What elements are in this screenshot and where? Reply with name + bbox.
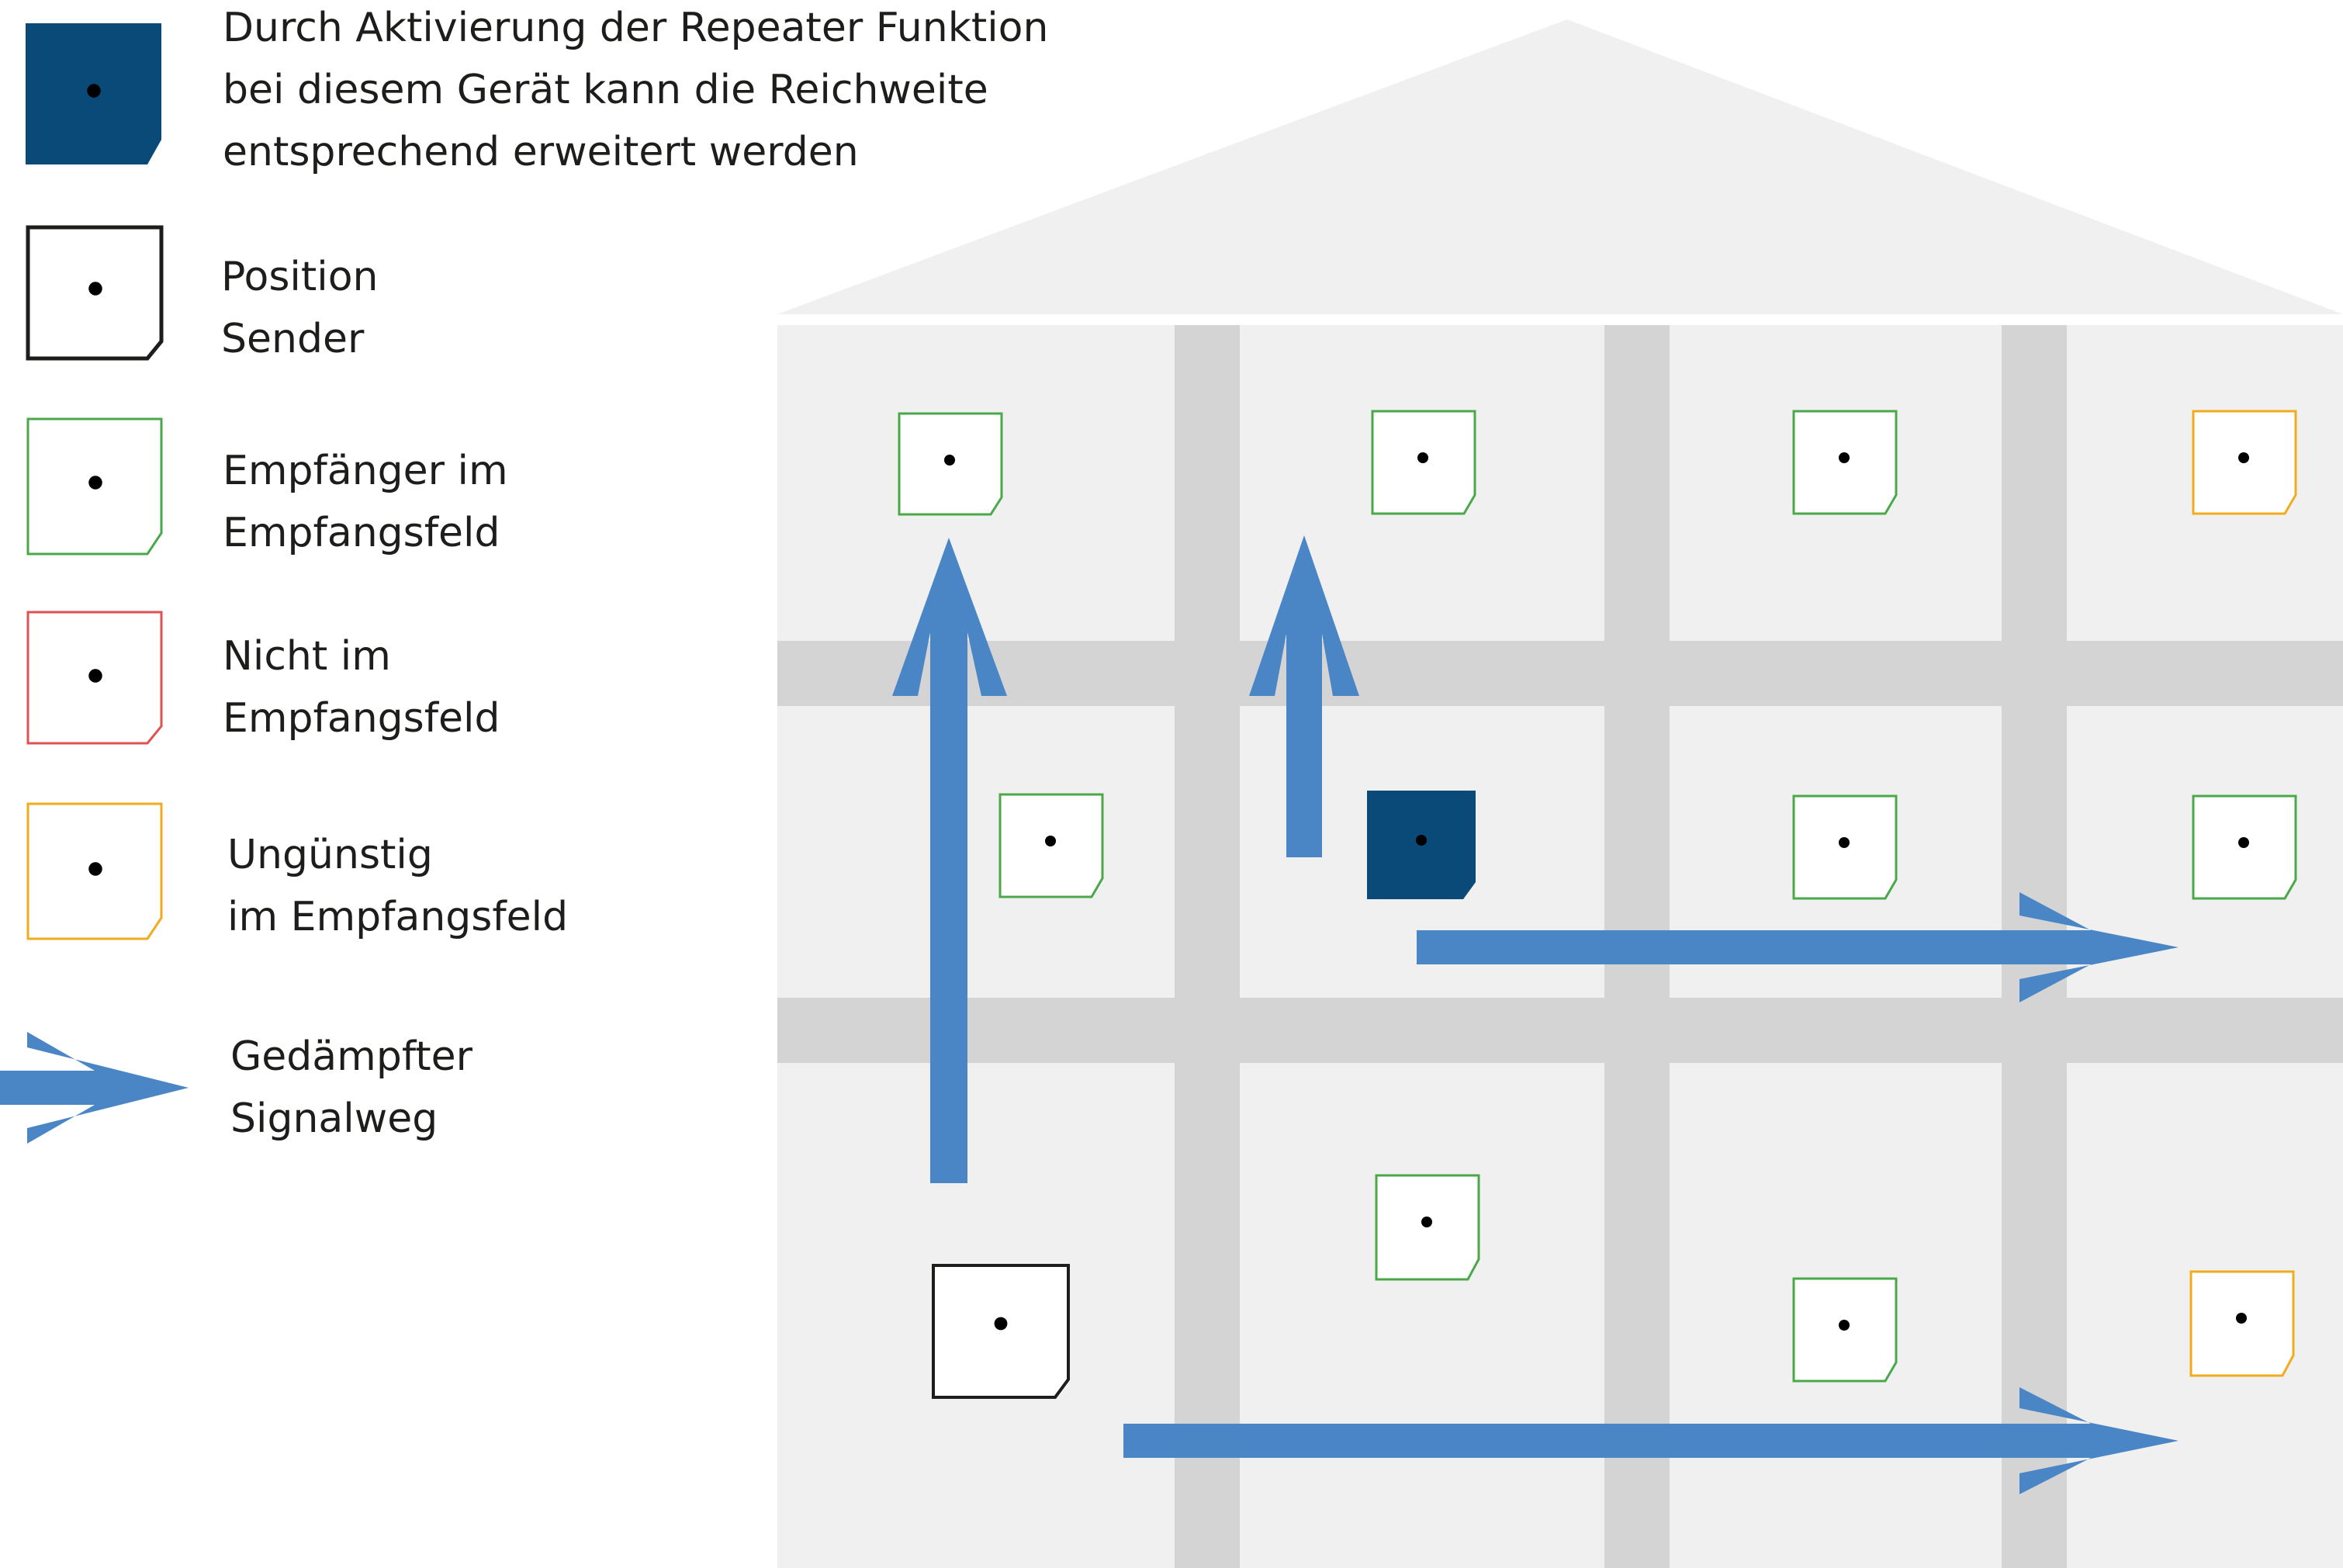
legend-signal-path-text: Gedämpfter Signalweg	[230, 1026, 472, 1150]
wall-horizontal-2	[777, 998, 2343, 1063]
receiver-ok-device	[1792, 1277, 1898, 1383]
devices	[898, 410, 2297, 1399]
legend-receiver-ok-text: Empfänger im Empfangsfeld	[223, 440, 508, 564]
receiver-ok-device	[1792, 410, 1898, 515]
receiver-weak-device	[2189, 1270, 2295, 1377]
signal-arrow-up-middle	[1249, 535, 1359, 857]
wall-vertical-1	[1175, 325, 1240, 1568]
receiver-ok-device	[2192, 794, 2297, 900]
legend-repeater-text: Durch Aktivierung der Repeater Funktion …	[223, 0, 1048, 183]
legend-receiver-ok-icon	[26, 417, 163, 556]
legend-line: Ungünstig	[227, 832, 433, 878]
legend-line: Signalweg	[230, 1096, 438, 1142]
legend	[0, 23, 189, 1144]
signal-arrows	[892, 535, 2179, 1494]
legend-receiver-weak-icon	[26, 802, 163, 940]
legend-line: Position	[221, 254, 379, 300]
legend-line: entsprechend erweitert werden	[223, 129, 859, 175]
receiver-ok-device	[1792, 794, 1898, 900]
receiver-ok-device	[1375, 1174, 1480, 1281]
sender-device	[932, 1264, 1070, 1399]
receiver-ok-device	[898, 412, 1003, 516]
receiver-ok-device	[1371, 410, 1476, 515]
legend-receiver-weak-text: Ungünstig im Empfangsfeld	[227, 824, 568, 948]
legend-sender-icon	[26, 225, 164, 361]
signal-arrow-up-left	[892, 538, 1007, 1183]
house-roof	[777, 19, 2343, 314]
wall-horizontal-1	[777, 641, 2343, 706]
legend-repeater-icon	[26, 23, 161, 164]
receiver-weak-device	[2192, 410, 2297, 515]
signal-arrow-right-middle	[1417, 892, 2179, 1002]
signal-arrow-right-bottom	[1123, 1387, 2179, 1494]
repeater-device	[1367, 791, 1476, 899]
legend-line: Empfangsfeld	[223, 695, 500, 742]
legend-line: Gedämpfter	[230, 1033, 472, 1080]
legend-line: Nicht im	[223, 633, 391, 680]
legend-line: bei diesem Gerät kann die Reichweite	[223, 67, 988, 113]
legend-arrow-icon	[0, 1032, 189, 1144]
legend-receiver-out-icon	[26, 611, 163, 745]
legend-line: Sender	[221, 316, 365, 362]
legend-line: Durch Aktivierung der Repeater Funktion	[223, 5, 1049, 51]
receiver-ok-device	[998, 793, 1104, 898]
legend-line: im Empfangsfeld	[227, 894, 569, 940]
legend-line: Empfänger im	[223, 448, 508, 494]
legend-receiver-out-text: Nicht im Empfangsfeld	[223, 625, 500, 749]
legend-line: Empfangsfeld	[223, 510, 500, 556]
legend-sender-text: Position Sender	[221, 246, 378, 370]
